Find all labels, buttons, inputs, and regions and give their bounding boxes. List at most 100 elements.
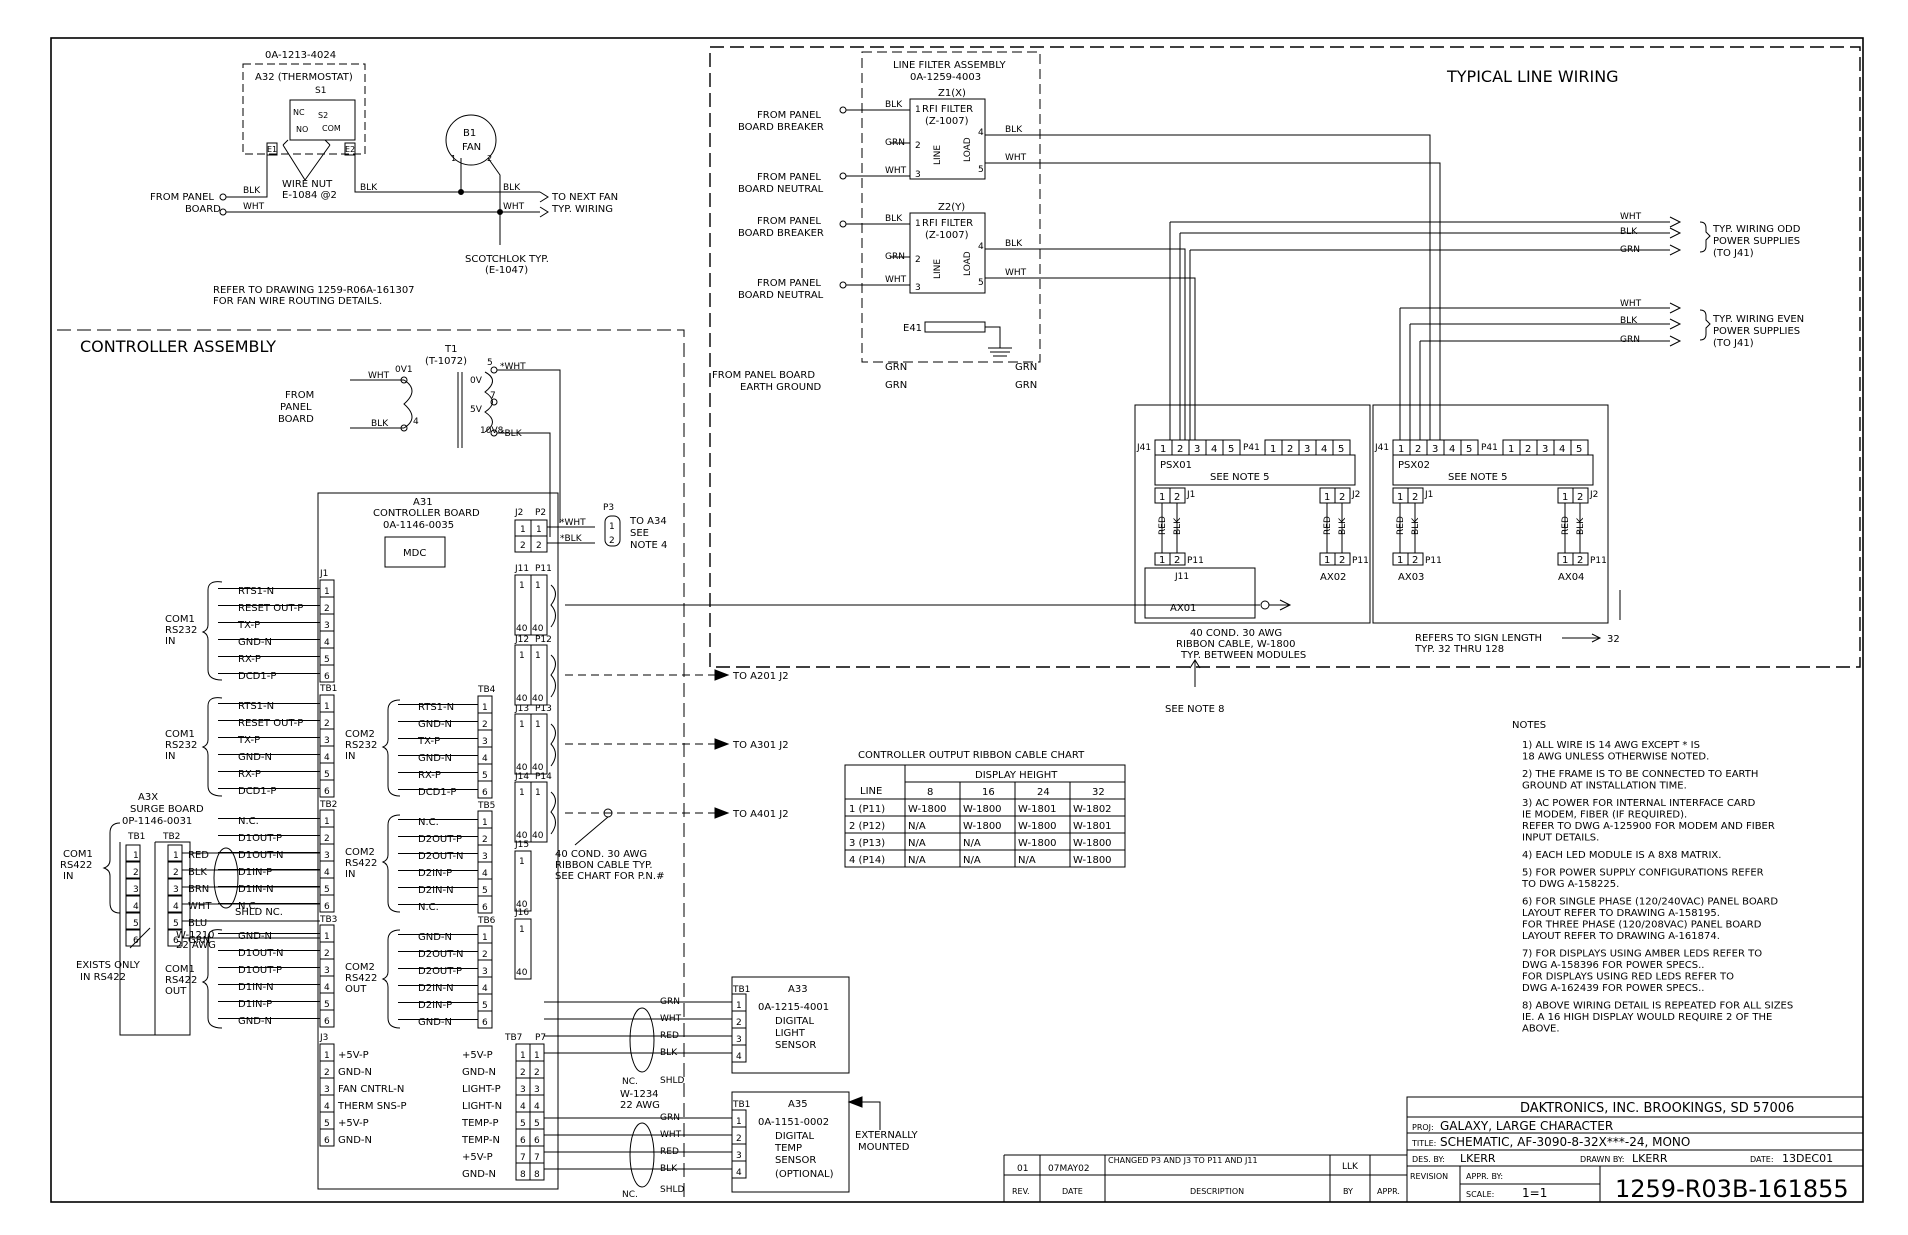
ribbon-pin: 1: [535, 788, 541, 798]
svg-text:TB1: TB1: [319, 684, 337, 694]
ribbon-pin: 40: [532, 624, 544, 634]
svg-text:DATE:: DATE:: [1750, 1155, 1774, 1164]
p41-pin-number: 4: [1559, 444, 1565, 455]
surge-tb1-cell: [125, 844, 141, 862]
svg-text:FOR FAN WIRE ROUTING DETAILS.: FOR FAN WIRE ROUTING DETAILS.: [213, 296, 382, 307]
tb7-pin-number: 1: [520, 1051, 526, 1061]
svg-text:LOAD: LOAD: [963, 137, 973, 162]
tb4-signal: RX-P: [418, 770, 441, 781]
tb1-pin-number: 6: [324, 787, 330, 797]
drawing-number: 1259-R03B-161855: [1615, 1175, 1849, 1203]
svg-text:A35: A35: [788, 1099, 808, 1110]
chart-row-label: 4 (P14): [849, 855, 885, 866]
ribbon-pin: 40: [532, 763, 544, 773]
svg-text:A3X: A3X: [138, 792, 158, 803]
to-next-fan: TO NEXT FAN: [551, 192, 618, 203]
j3-pin-number: 1: [324, 1051, 330, 1061]
svg-text:J14: J14: [514, 772, 529, 782]
svg-text:LIGHT: LIGHT: [775, 1028, 806, 1039]
ribbon-pin: 1: [535, 581, 541, 591]
to-a301: TO A301 J2: [732, 740, 789, 751]
svg-text:Z2(Y): Z2(Y): [938, 202, 965, 213]
svg-text:01: 01: [1017, 1164, 1028, 1174]
tb4-pin-number: 5: [482, 771, 488, 781]
svg-text:EARTH GROUND: EARTH GROUND: [740, 382, 822, 393]
svg-text:SHLD: SHLD: [660, 1076, 684, 1086]
tb6-pin-number: 5: [482, 1001, 488, 1011]
wire-color: RED: [1158, 516, 1168, 535]
p11-label: P11: [1590, 556, 1607, 566]
jack-label: J1: [1186, 490, 1195, 500]
svg-text:0A-1151-0002: 0A-1151-0002: [758, 1117, 829, 1128]
sensor-pin-number: 4: [736, 1168, 742, 1178]
chart-cell: W-1801: [1018, 804, 1057, 815]
j41-pin-number: 5: [1228, 444, 1234, 455]
svg-text:BLK: BLK: [243, 186, 261, 196]
note-line: INPUT DETAILS.: [1522, 833, 1599, 844]
svg-text:J3: J3: [319, 1033, 328, 1043]
p41-pin-number: 3: [1542, 444, 1548, 455]
wire-color: BLK: [1411, 517, 1421, 535]
svg-text:Z1(X): Z1(X): [938, 88, 966, 99]
j3-signal: FAN CNTRL-N: [338, 1084, 404, 1095]
svg-text:RS422: RS422: [345, 973, 377, 984]
svg-text:EXISTS ONLY: EXISTS ONLY: [76, 960, 141, 971]
pin: 1: [1324, 492, 1330, 503]
svg-text:J1: J1: [319, 569, 328, 579]
svg-text:COM2: COM2: [345, 847, 375, 858]
see-note-5: SEE NOTE 5: [1210, 472, 1269, 483]
tb6-signal: D2IN-N: [418, 983, 454, 994]
tb1-pin-number: 1: [324, 702, 330, 712]
tb7-pin-number: 6: [520, 1136, 526, 1146]
svg-text:GRN: GRN: [1015, 362, 1037, 373]
line-wiring-title: TYPICAL LINE WIRING: [1446, 67, 1619, 86]
svg-text:RIBBON CABLE, W-1800: RIBBON CABLE, W-1800: [1176, 639, 1295, 650]
p41-pin-number: 4: [1321, 444, 1327, 455]
svg-text:RIBBON CABLE TYP.: RIBBON CABLE TYP.: [555, 860, 653, 871]
ribbon-connector: [514, 850, 532, 912]
svg-text:GRN: GRN: [1015, 380, 1037, 391]
ribbon-pin: 40: [516, 968, 528, 978]
ribbon-squiggle: [550, 654, 556, 698]
svg-text:LINE: LINE: [933, 145, 943, 165]
svg-text:NC.: NC.: [622, 1190, 638, 1200]
tb3-pin-number: 1: [324, 932, 330, 942]
note-line: DWG A-158396 FOR POWER SPECS..: [1522, 960, 1704, 971]
svg-text:TB6: TB6: [477, 916, 496, 926]
svg-text:BOARD: BOARD: [185, 204, 221, 215]
tb4-pin-number: 1: [482, 703, 488, 713]
sensor-pin-number: 3: [736, 1035, 742, 1045]
svg-text:IN: IN: [165, 751, 175, 762]
ribbon-pin: 1: [519, 581, 525, 591]
svg-text:REVISION: REVISION: [1410, 1172, 1448, 1181]
ribbon-cable-chart: CONTROLLER OUTPUT RIBBON CABLE CHART DIS…: [844, 750, 1126, 868]
pin: 1: [1324, 555, 1330, 566]
svg-text:LINE: LINE: [933, 259, 943, 279]
tb1-signal: RX-P: [238, 769, 261, 780]
ribbon-pin: 40: [516, 624, 528, 634]
pin: 1: [1397, 492, 1403, 503]
svg-text:GRN: GRN: [1620, 245, 1640, 255]
note-line: FOR THREE PHASE (120/208VAC) PANEL BOARD: [1522, 920, 1762, 931]
svg-text:*WHT: *WHT: [500, 362, 526, 372]
svg-text:*BLK: *BLK: [560, 534, 583, 544]
svg-text:A33: A33: [788, 984, 808, 995]
tb5-pin-number: 4: [482, 869, 488, 879]
ribbon-pin: 1: [519, 857, 525, 867]
tb7-pin-number: 5: [520, 1119, 526, 1129]
tb7-pin-number: 4: [520, 1102, 526, 1112]
svg-text:TYP. 32 THRU 128: TYP. 32 THRU 128: [1414, 644, 1504, 655]
svg-text:W-1210: W-1210: [176, 930, 215, 941]
tb1-pin-number: 5: [324, 770, 330, 780]
svg-text:DIGITAL: DIGITAL: [775, 1131, 815, 1142]
surge-tb2-pin: 2: [173, 868, 179, 878]
line-filter-assembly: [861, 51, 1041, 363]
j3-pin-number: 3: [324, 1085, 330, 1095]
svg-text:1: 1: [536, 525, 542, 535]
p41-label: P41: [1481, 443, 1498, 453]
svg-text:NC.: NC.: [622, 1077, 638, 1087]
svg-text:40 COND. 30 AWG: 40 COND. 30 AWG: [555, 849, 647, 860]
chart-cell: W-1800: [1018, 821, 1057, 832]
j1-pin-number: 5: [324, 655, 330, 665]
svg-text:WHT: WHT: [243, 202, 265, 212]
